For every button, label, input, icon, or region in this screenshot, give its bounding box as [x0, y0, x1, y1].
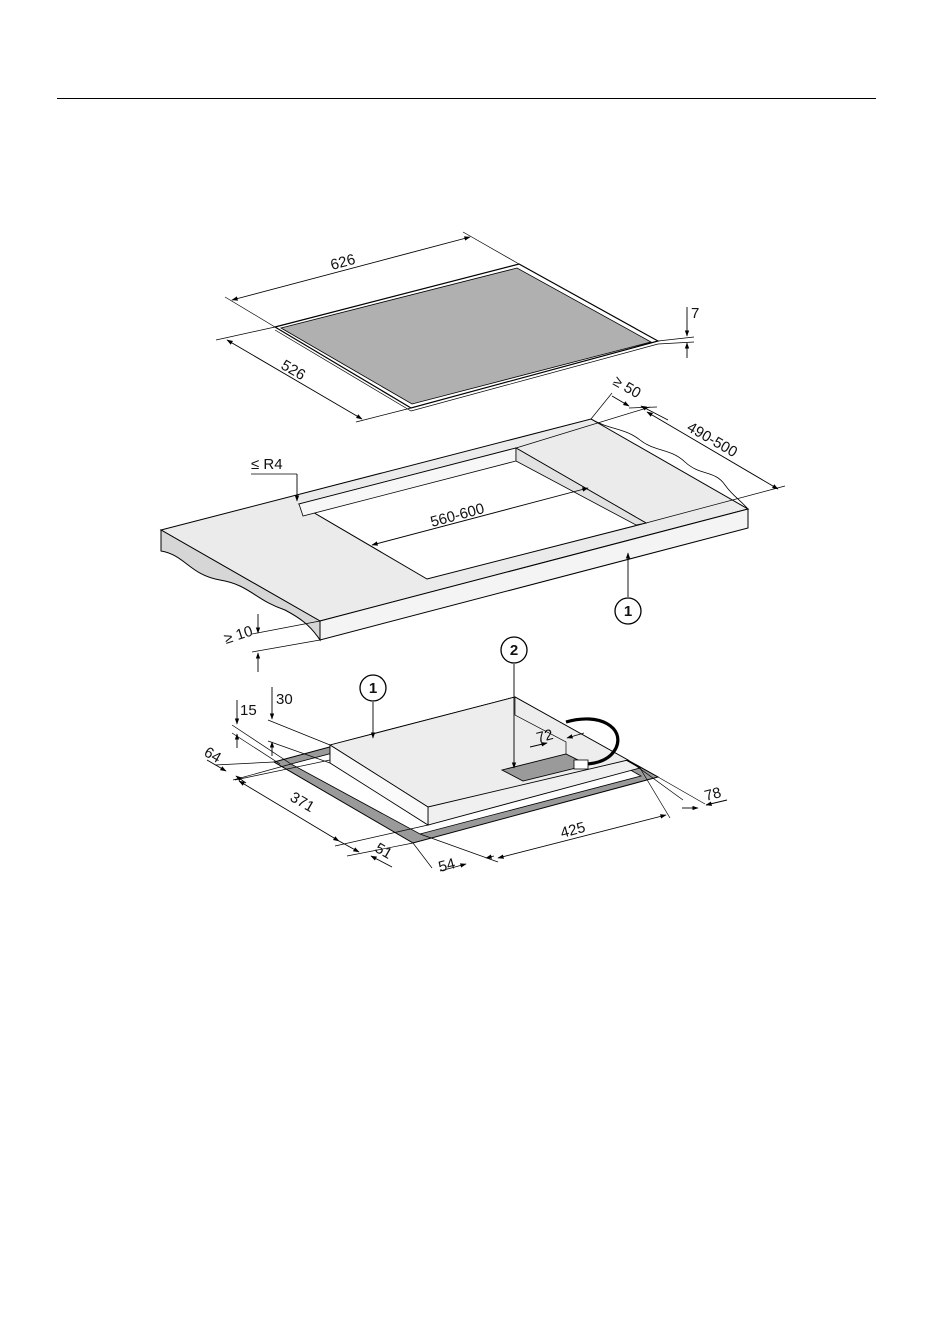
dim-54-label: 54: [437, 855, 458, 876]
dim-corner-radius: ≤ R4: [251, 456, 297, 501]
dim-cutout-width: 560-600: [372, 488, 588, 545]
dim-51: 51: [339, 840, 413, 867]
corner-radius-label: ≤ R4: [251, 456, 283, 473]
cutout-width-label: 560-600: [429, 500, 487, 531]
dim-54: 54: [413, 834, 498, 876]
hob-glass-top: [275, 264, 658, 411]
callout-worktop-number: 1: [624, 603, 632, 620]
dim-hob-thickness: 7: [658, 305, 699, 358]
hob-width-label: 626: [329, 251, 358, 274]
depth-15-label: 15: [240, 702, 257, 719]
cutout-depth-label: 490-500: [684, 419, 740, 461]
dim-51-label: 51: [372, 840, 395, 863]
dim-425-label: 425: [559, 819, 588, 842]
callout-connection-box-number: 2: [510, 642, 518, 659]
callout-worktop: 1: [615, 553, 641, 624]
dim-depth-15: 15: [232, 700, 291, 764]
callout-hob-body-number: 1: [369, 680, 377, 697]
callout-hob-body: 1: [360, 675, 386, 738]
hob-depth-label: 526: [278, 357, 308, 384]
hob-thickness-label: 7: [691, 305, 699, 322]
dim-78: 78: [628, 760, 727, 808]
depth-30-label: 30: [276, 691, 293, 708]
dim-64-label: 64: [201, 744, 224, 767]
hob-body: [274, 697, 658, 843]
dim-371-label: 371: [287, 789, 317, 816]
worktop: [161, 419, 748, 640]
worktop-thickness-label: ≥ 10: [222, 623, 255, 648]
